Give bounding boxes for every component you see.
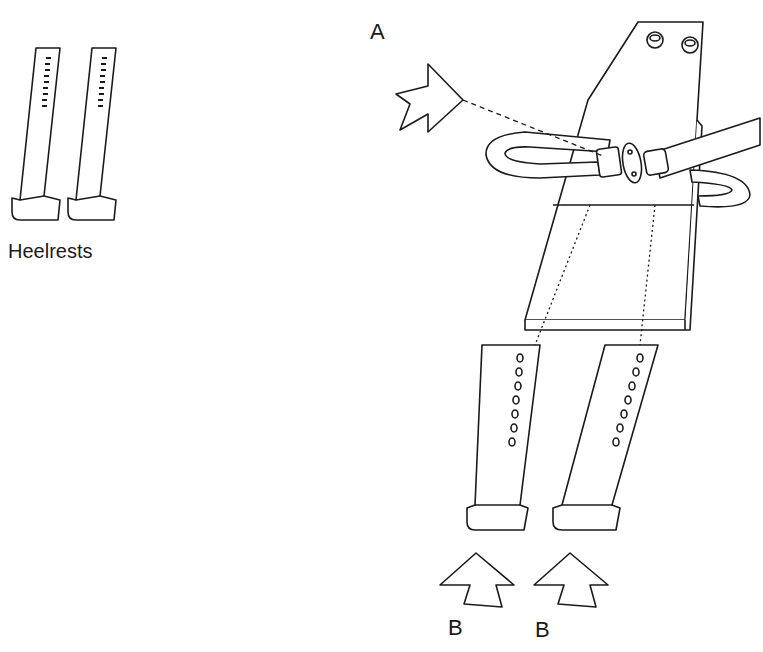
heelrest-cup-edge bbox=[562, 504, 612, 506]
strap-loop bbox=[690, 170, 750, 207]
guide-dotted bbox=[640, 205, 655, 345]
callout-letter: A bbox=[370, 20, 385, 44]
strap bbox=[655, 118, 760, 178]
bolt bbox=[682, 37, 698, 53]
bolt bbox=[647, 32, 663, 48]
strap-loop bbox=[486, 132, 610, 178]
heelrest-icons bbox=[12, 48, 116, 220]
part-name: Heelrests bbox=[8, 240, 92, 262]
heelrest bbox=[467, 345, 540, 530]
heelrest-cup-edge bbox=[76, 196, 100, 200]
heelrests bbox=[467, 345, 658, 530]
footplate bbox=[486, 22, 760, 330]
board-line bbox=[553, 204, 694, 206]
arrow-a bbox=[396, 64, 463, 132]
buckle bbox=[643, 148, 669, 175]
guide-dashed bbox=[463, 100, 603, 156]
heelrest-icon bbox=[68, 48, 116, 220]
callout-letter: B bbox=[535, 618, 550, 642]
direction-arrows bbox=[396, 64, 608, 607]
arrow-b bbox=[440, 553, 514, 607]
heelrest-cup-edge bbox=[20, 196, 44, 200]
serration bbox=[98, 58, 107, 106]
heelrest-cup-edge bbox=[475, 504, 520, 506]
guide-dotted bbox=[535, 205, 590, 345]
rivet bbox=[632, 172, 636, 176]
rivet bbox=[628, 150, 632, 154]
bolt-head bbox=[650, 35, 660, 41]
buckle bbox=[596, 147, 622, 178]
buckle-plate bbox=[620, 142, 645, 185]
guide-lines bbox=[463, 100, 655, 345]
heelrest bbox=[553, 345, 658, 530]
callout-letter: B bbox=[448, 616, 463, 640]
bolt-head bbox=[685, 40, 695, 46]
heelrest-icon bbox=[12, 48, 60, 220]
adjust-holes bbox=[509, 354, 643, 446]
serration bbox=[42, 58, 51, 106]
arrow-b bbox=[534, 553, 608, 607]
